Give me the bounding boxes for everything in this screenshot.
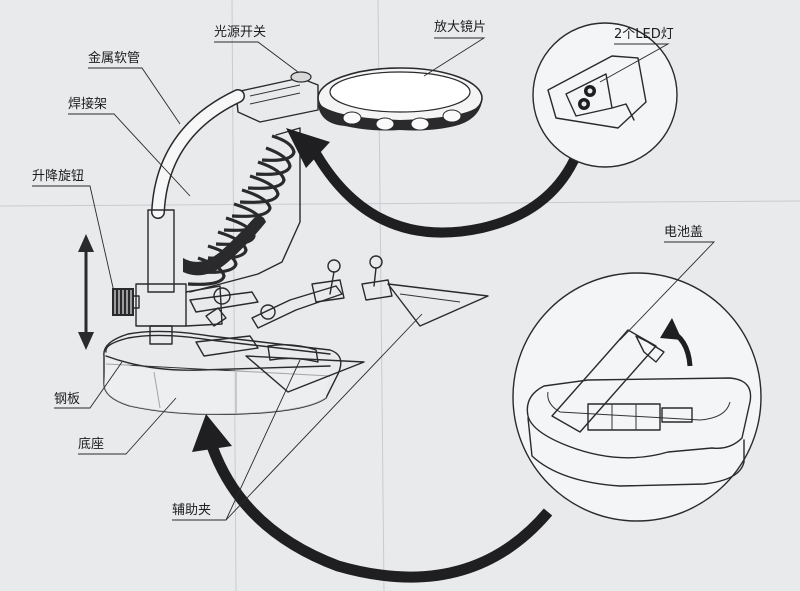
- label-helping-clamp: 辅助夹: [172, 503, 212, 518]
- label-steel-plate: 钢板: [54, 392, 81, 407]
- label-base: 底座: [78, 437, 105, 452]
- battery-detail: [512, 272, 762, 522]
- label-led-lights: 2个LED灯: [614, 27, 674, 42]
- label-metal-hose: 金属软管: [88, 51, 141, 66]
- label-battery-cover: 电池盖: [664, 225, 704, 240]
- magnifier-head: [235, 67, 483, 131]
- coil-holder: [183, 127, 301, 293]
- label-height-knob: 升降旋钮: [32, 169, 85, 184]
- led-detail: [532, 22, 678, 168]
- label-magnifier-lens: 放大镜片: [434, 20, 487, 35]
- label-power-switch: 光源开关: [214, 25, 267, 40]
- gooseneck: [151, 89, 245, 219]
- clamp-arms: [189, 255, 489, 393]
- base: [103, 330, 342, 416]
- height-arrow: [78, 234, 94, 350]
- post-and-knob: [112, 209, 223, 345]
- label-solder-holder: 焊接架: [68, 97, 108, 112]
- arrow-to-leds: [286, 128, 587, 238]
- arrow-to-battery: [192, 414, 553, 583]
- leader-lines: [32, 37, 716, 521]
